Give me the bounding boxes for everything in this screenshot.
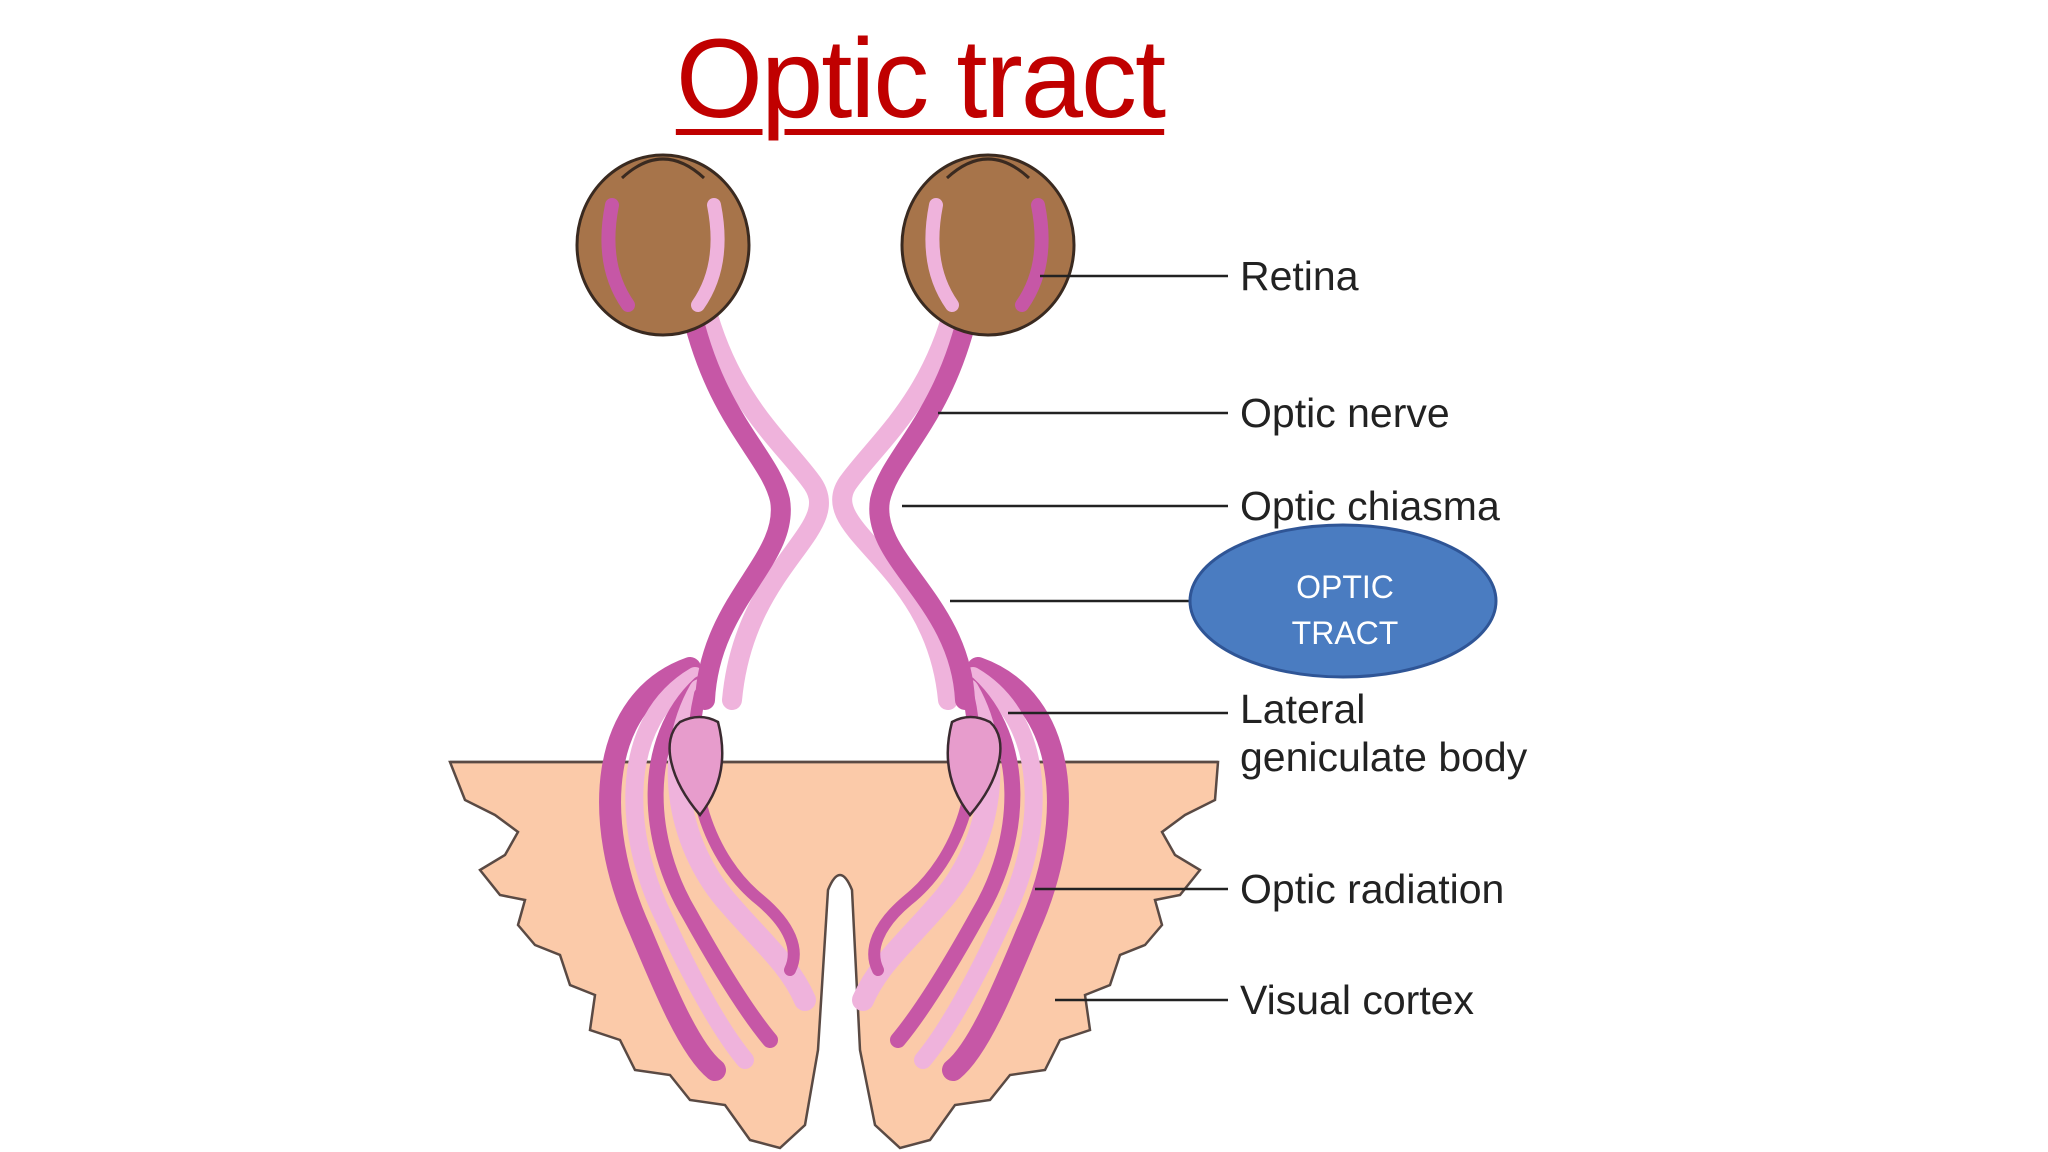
optic-tract-callout: [1188, 523, 1498, 679]
eyeball-right: [900, 153, 1076, 337]
eyeball-left: [575, 153, 751, 337]
callout-line-1: OPTIC: [1296, 569, 1394, 605]
label-geniculate-body: geniculate body: [1240, 734, 1528, 780]
lateral-geniculate-body-left: [668, 715, 724, 817]
label-retina: Retina: [1240, 253, 1359, 299]
optic-nerves-and-tracts: [680, 295, 980, 710]
visual-cortex-tissue: [448, 760, 1220, 1150]
label-visual-cortex: Visual cortex: [1240, 977, 1474, 1023]
label-optic-radiation: Optic radiation: [1240, 866, 1505, 912]
callout-line-2: TRACT: [1291, 615, 1399, 651]
callout-text: OPTIC TRACT: [1190, 555, 1500, 665]
leader-lines: [902, 274, 1228, 1002]
lateral-geniculate-body-right: [946, 715, 1002, 817]
label-optic-chiasma: Optic chiasma: [1240, 483, 1500, 529]
optic-radiation-left: [599, 657, 816, 1081]
label-lateral: Lateral: [1240, 686, 1366, 732]
label-optic-nerve: Optic nerve: [1240, 390, 1450, 436]
slide-title: Optic tract: [675, 16, 1166, 141]
